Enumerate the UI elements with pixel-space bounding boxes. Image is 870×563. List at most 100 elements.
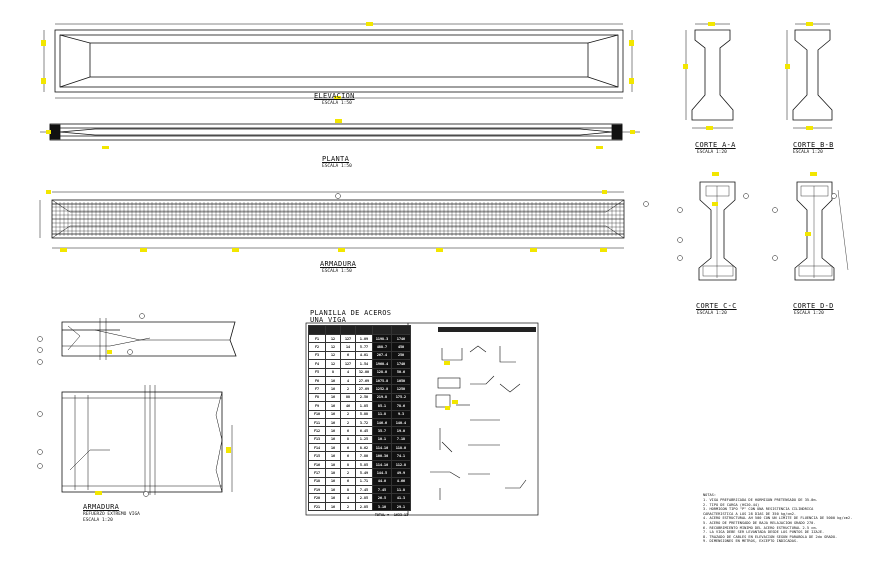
planilla-cell: 175.2 [391, 392, 411, 403]
planilla-cell: 14 [340, 342, 356, 352]
subtitle-planilla: UNA VIGA [310, 316, 347, 324]
planilla-cell: F18 [308, 476, 326, 487]
planilla-cell: 16 [325, 375, 341, 386]
planilla-cell: 1.85 [355, 401, 373, 411]
planilla-cell: F15 [308, 451, 326, 461]
title-planta: PLANTA [322, 155, 350, 163]
planilla-cell: 4 [340, 367, 356, 377]
note-line: 9. DIMENSIONES EN METROS, EXCEPTO INDICA… [703, 539, 799, 544]
planilla-cell: 32.00 [355, 367, 373, 377]
planilla-cell: F10 [308, 409, 326, 419]
planilla-cell: 7.18 [391, 434, 411, 445]
planilla-cell: 16 [325, 401, 341, 411]
planilla-cell: 50.6 [391, 367, 411, 377]
planilla-cell: 1050 [391, 375, 411, 386]
planilla-cell: 140.4 [391, 417, 411, 428]
notes-heading: NOTAS: [703, 493, 716, 497]
planilla-cell: F8 [308, 392, 326, 403]
planilla-cell: 1.54 [355, 359, 373, 369]
planilla-cell: 19.0 [391, 426, 411, 436]
planilla-cell: 85.1 [372, 401, 392, 411]
planilla-cell: 2 [340, 409, 356, 419]
planilla-cell: F3 [308, 350, 326, 361]
planilla-cell: 49.9 [391, 468, 411, 478]
planilla-cell: 4.01 [355, 350, 373, 361]
planilla-cell: 12 [325, 350, 341, 361]
note-line: CARACTERISTICA A LOS 28 DIAS DE 350 kg/c… [703, 511, 797, 516]
planilla-cell: F2 [308, 342, 326, 352]
planilla-cell: 78.6 [391, 401, 411, 411]
bar-shapes [430, 345, 527, 500]
planilla-cell: F19 [308, 485, 326, 495]
corte-b-section [786, 23, 833, 129]
planilla-cell: F20 [308, 493, 326, 503]
note-line: 5. ACERO DE PRETENSADO DE BAJA RELAJACIO… [703, 520, 816, 525]
note-line: 4. ACERO ESTRUCTURAL AH 500 CON UN LIMIT… [703, 516, 853, 521]
armadura-view [39, 191, 625, 249]
title-armadura-detalle: ARMADURA [83, 503, 120, 511]
planilla-cell: 46 [340, 401, 356, 411]
planilla-cell: 4 [340, 493, 356, 503]
note-line: 1. VIGA PREFABRICADA DE HORMIGON PRETENS… [703, 498, 818, 502]
planilla-cell: 44.0 [372, 476, 392, 487]
planilla-cell: 6 [340, 476, 356, 487]
planilla-cell: 2 [340, 501, 356, 512]
planilla-cell: 5.85 [355, 459, 373, 470]
planilla-cell: 146.6 [372, 417, 392, 428]
corte-c-section [698, 181, 737, 281]
planilla-cell: 26.5 [372, 493, 392, 503]
planilla-cell: 16 [325, 451, 341, 461]
planilla-cell: 1.25 [355, 434, 373, 445]
note-line: 2. TIPO DE CARGA (HS20-44) [703, 502, 760, 507]
planilla-cell: 10 [325, 468, 341, 478]
planilla-cell: 74.1 [391, 451, 411, 461]
note-line: 3. HORMIGON TIPO "P" CON UNA RESISTENCIA… [703, 507, 814, 512]
planilla-cell: 88 [340, 392, 356, 403]
planilla-total-value: 1633.13 [393, 512, 409, 517]
planilla-cell: 4 [340, 375, 356, 386]
planilla-cell: 100.30 [372, 451, 392, 461]
planilla-cell: 5.77 [355, 342, 373, 352]
planilla-cell: 2.85 [355, 501, 373, 512]
scale-corte-c: ESCALA 1:20 [697, 311, 727, 316]
planilla-cell: 219.8 [372, 392, 392, 403]
planilla-cell: 5.88 [355, 409, 373, 419]
planilla-cell: F6 [308, 375, 326, 386]
planilla-cell: 16 [325, 409, 341, 419]
planilla-cell: 12 [325, 342, 341, 352]
planilla-cell: F13 [308, 434, 326, 445]
planilla-cell: 250 [391, 350, 411, 361]
planilla-cell: 144.5 [372, 468, 392, 478]
planilla-cell: 11.8 [372, 409, 392, 419]
notes-list: 1. VIGA PREFABRICADA DE HORMIGON PRETENS… [703, 498, 852, 544]
planilla-cell: 7.80 [355, 451, 373, 461]
planilla-cell: 1960.4 [372, 359, 392, 369]
planilla-cell: 10.1 [372, 434, 392, 445]
planilla-cell: F9 [308, 401, 326, 411]
planilla-cell: F11 [308, 417, 326, 428]
dimension-markers [41, 22, 817, 495]
scale-elevacion: ESCALA 1:50 [322, 101, 352, 106]
scale-armadura: ESCALA 1:50 [322, 269, 352, 274]
planilla-header-row [308, 325, 411, 335]
note-line: 8. TRAZADO DE CABLES EN ELEVACION SEGUN … [703, 534, 838, 539]
planilla-cell: 267.4 [372, 350, 392, 361]
scale-planta: ESCALA 1:50 [322, 164, 352, 169]
planilla-cell: 16 [325, 434, 341, 445]
planilla-cell: 16 [325, 417, 341, 428]
planilla-cell: 127 [340, 359, 356, 369]
callouts [37, 193, 837, 497]
title-corte-c: CORTE C-C [696, 302, 737, 310]
planilla-cell: 8 [325, 367, 341, 377]
planilla-cell: F16 [308, 459, 326, 470]
